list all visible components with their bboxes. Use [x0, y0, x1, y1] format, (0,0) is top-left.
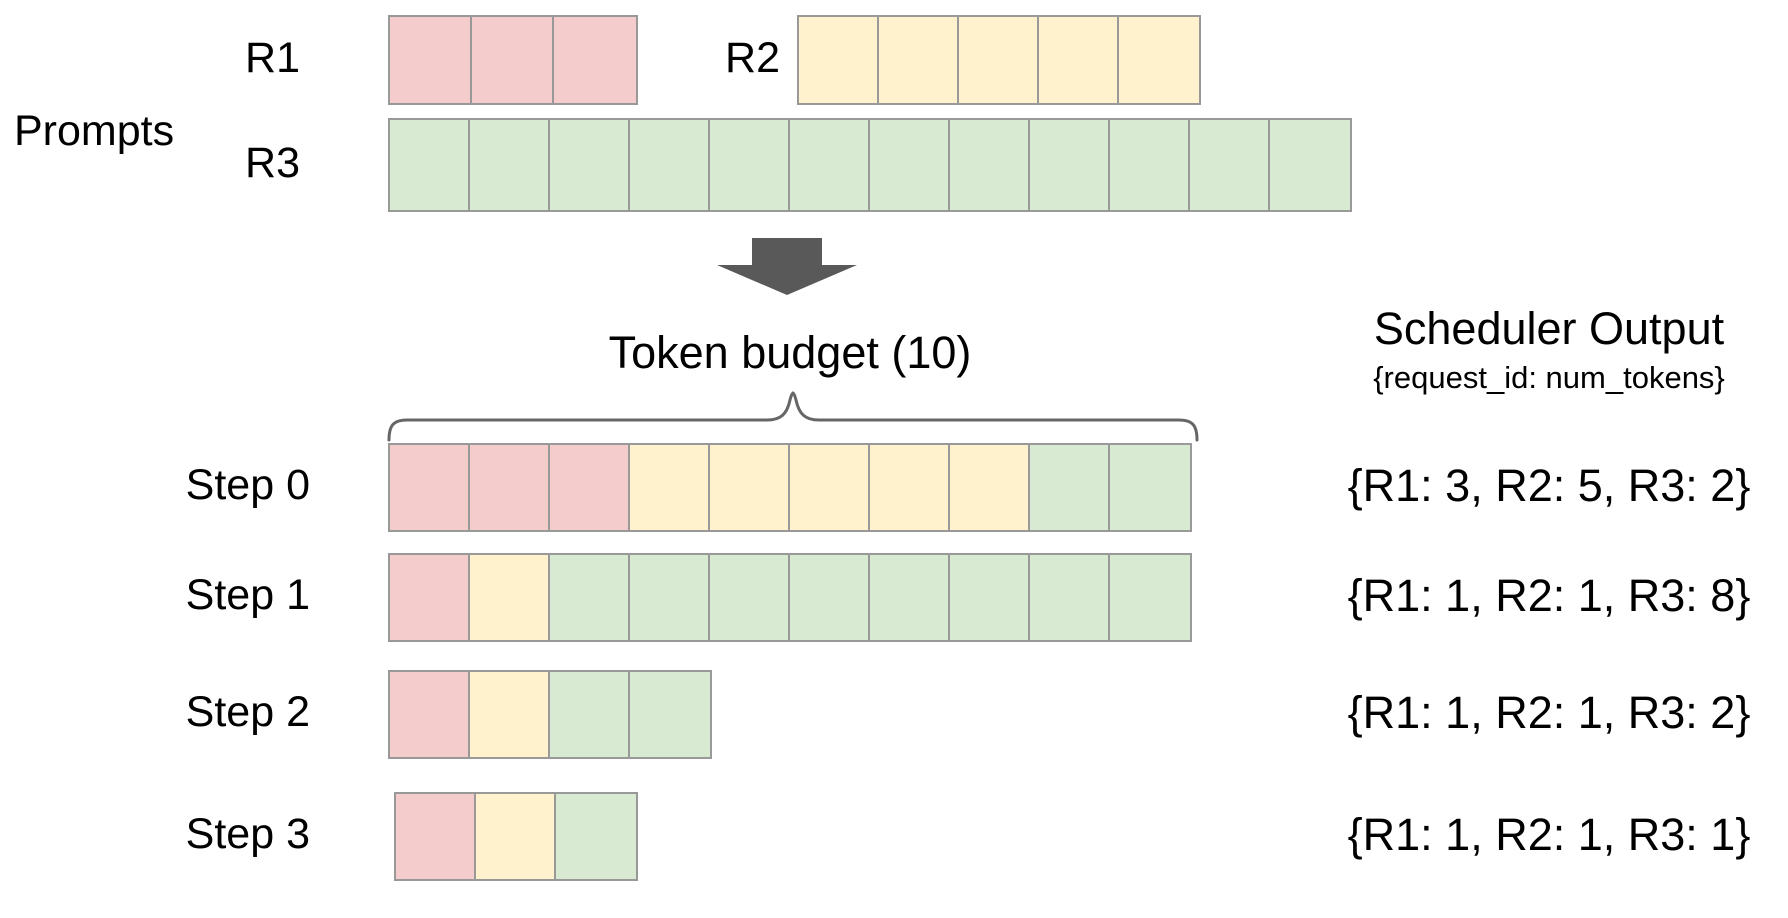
token-cell: [630, 672, 710, 757]
token-cell: [396, 794, 476, 879]
token-cell: [870, 555, 950, 640]
token-cell: [390, 445, 470, 530]
prompt-row-r3: [388, 118, 1352, 212]
token-cell: [1030, 555, 1110, 640]
token-cell: [470, 120, 550, 210]
token-cell: [630, 445, 710, 530]
token-cell: [950, 445, 1030, 530]
token-cell: [630, 120, 710, 210]
token-cell: [470, 445, 550, 530]
token-cell: [390, 17, 472, 103]
token-cell: [790, 445, 870, 530]
token-cell: [1110, 445, 1190, 530]
token-cell: [554, 17, 636, 103]
token-cell: [390, 555, 470, 640]
step-3-row: [394, 792, 638, 881]
token-cell: [476, 794, 556, 879]
token-cell: [1110, 120, 1190, 210]
step-1-label: Step 1: [185, 571, 310, 619]
prompt-row-r1: [388, 15, 638, 105]
scheduler-output-title: Scheduler Output: [1373, 303, 1725, 354]
token-cell: [870, 120, 950, 210]
token-cell: [550, 120, 630, 210]
token-cell: [879, 17, 959, 103]
token-cell: [1190, 120, 1270, 210]
token-cell: [799, 17, 879, 103]
token-cell: [390, 672, 470, 757]
token-cell: [1030, 445, 1110, 530]
step-0-label: Step 0: [185, 461, 310, 509]
step-2-output: {R1: 1, R2: 1, R3: 2}: [1347, 686, 1751, 738]
token-cell: [1030, 120, 1110, 210]
prompts-section-label: Prompts: [14, 107, 175, 155]
token-cell: [550, 445, 630, 530]
token-cell: [470, 555, 550, 640]
token-cell: [630, 555, 710, 640]
token-cell: [1110, 555, 1190, 640]
token-cell: [710, 120, 790, 210]
token-cell: [790, 555, 870, 640]
token-cell: [550, 555, 630, 640]
token-budget-label: Token budget (10): [608, 327, 972, 378]
request-label-r1: R1: [245, 33, 300, 82]
prompt-row-r2: [797, 15, 1201, 105]
token-cell: [950, 120, 1030, 210]
step-2-label: Step 2: [185, 688, 310, 736]
token-cell: [710, 555, 790, 640]
step-2-row: [388, 670, 712, 759]
request-label-r3: R3: [245, 138, 300, 187]
token-cell: [470, 672, 550, 757]
token-cell: [550, 672, 630, 757]
token-cell: [710, 445, 790, 530]
token-cell: [472, 17, 554, 103]
down-arrow-icon: [717, 238, 857, 295]
step-0-row: [388, 443, 1192, 532]
token-cell: [556, 794, 636, 879]
step-3-label: Step 3: [185, 810, 310, 858]
token-budget-brace-icon: [387, 391, 1199, 442]
request-label-r2: R2: [725, 33, 780, 82]
down-arrow-stem: [752, 238, 822, 265]
token-cell: [870, 445, 950, 530]
step-1-row: [388, 553, 1192, 642]
token-cell: [1270, 120, 1350, 210]
step-1-output: {R1: 1, R2: 1, R3: 8}: [1347, 569, 1751, 621]
token-cell: [1119, 17, 1199, 103]
token-cell: [959, 17, 1039, 103]
step-3-output: {R1: 1, R2: 1, R3: 1}: [1347, 808, 1751, 860]
token-cell: [950, 555, 1030, 640]
token-cell: [790, 120, 870, 210]
scheduler-output-subtitle: {request_id: num_tokens}: [1373, 360, 1725, 395]
token-cell: [1039, 17, 1119, 103]
step-0-output: {R1: 3, R2: 5, R3: 2}: [1347, 459, 1751, 511]
token-cell: [390, 120, 470, 210]
down-arrow-head: [717, 265, 857, 295]
